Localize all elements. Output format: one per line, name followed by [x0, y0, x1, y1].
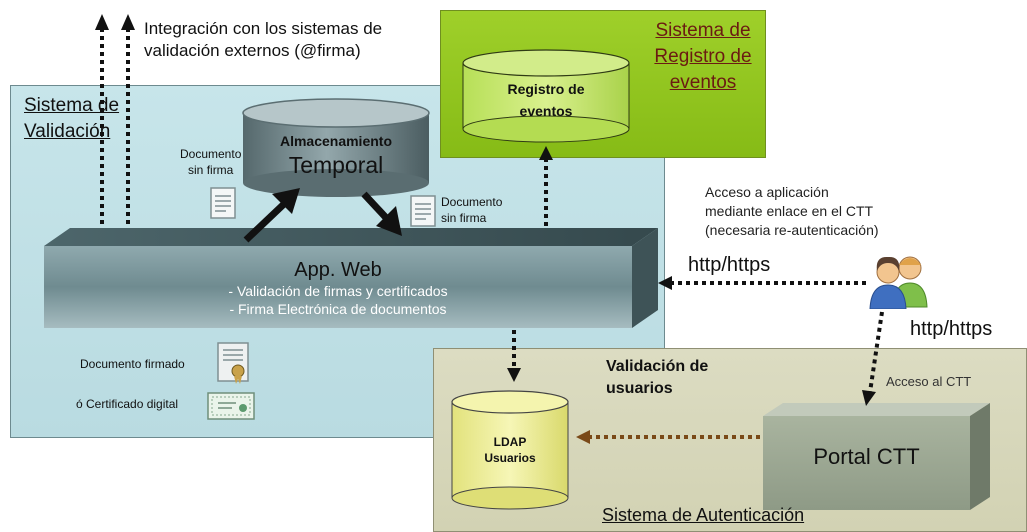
ldap-label-line2: Usuarios [484, 451, 536, 465]
event-system-title-line2: Registro de [654, 46, 752, 67]
storage-label-line1: Almacenamiento [279, 133, 393, 149]
protocol-label-app: http/https [688, 254, 771, 276]
event-system-title: Sistema de Registro de eventos [640, 18, 766, 96]
event-log-cylinder [462, 49, 630, 143]
access-note-line3: (necesaria re-autenticación) [705, 222, 879, 238]
unsigned-document-icon-right [410, 195, 436, 227]
access-note: Acceso a aplicación mediante enlace en e… [705, 183, 879, 240]
app-web-item2: - Firma Electrónica de documentos [229, 301, 447, 317]
temporal-storage-cylinder [242, 98, 430, 197]
signed-document-label: Documento firmado [80, 357, 185, 371]
user-validation-line1: Validación de [606, 358, 709, 375]
external-integration-line2: validación externos (@firma) [144, 41, 361, 60]
certificate-label: ó Certificado digital [76, 397, 179, 411]
arrow-to-event-log [539, 146, 553, 226]
unsigned-document-label-left: Documento sin firma [180, 146, 241, 178]
access-note-line2: mediante enlace en el CTT [705, 203, 874, 219]
event-system-title-line1: Sistema de [655, 20, 751, 41]
external-integration-arrows [95, 14, 135, 232]
portal-ctt-label: Portal CTT [813, 444, 920, 469]
digital-certificate-icon [207, 392, 255, 420]
ldap-label-line1: LDAP [493, 435, 527, 449]
validation-system-title-line2: Validación [24, 121, 111, 142]
portal-ctt-box [763, 403, 990, 510]
unsigned-document-icon-left [210, 187, 236, 219]
unsigned-document-label-right: Documento sin firma [441, 194, 502, 226]
arrow-users-to-portal [862, 311, 884, 406]
unsigned-document-left-line1: Documento [180, 147, 242, 161]
app-web-label: App. Web - Validación de firmas y certif… [44, 258, 632, 318]
validation-system-title-line1: Sistema de [24, 95, 120, 116]
app-web-box [44, 228, 658, 328]
external-integration-note: Integración con los sistemas de validaci… [144, 18, 382, 62]
arrow-users-to-app [658, 276, 866, 290]
users-icon [869, 256, 928, 309]
user-validation-line2: usuarios [606, 380, 673, 397]
validation-system-title: Sistema de Validación [24, 93, 119, 145]
event-log-label-line2: eventos [519, 103, 573, 119]
access-note-line1: Acceso a aplicación [705, 184, 829, 200]
storage-arrows [243, 188, 402, 243]
storage-label-line2: Temporal [288, 152, 384, 178]
ctt-access-label: Acceso al CTT [886, 374, 972, 389]
auth-system-title: Sistema de Autenticación [602, 505, 805, 525]
unsigned-document-right-line1: Documento [441, 195, 503, 209]
event-log-label-line1: Registro de [507, 81, 585, 97]
external-integration-line1: Integración con los sistemas de [144, 19, 383, 38]
user-validation-label: Validación de usuarios [606, 356, 708, 400]
unsigned-document-left-line2: sin firma [188, 163, 234, 177]
arrow-portal-to-ldap [576, 430, 760, 444]
storage-label: Almacenamiento Temporal [243, 132, 429, 180]
signed-document-icon [217, 342, 249, 384]
arrow-app-to-ldap [507, 330, 521, 382]
event-log-label: Registro de eventos [483, 78, 609, 122]
unsigned-document-right-line2: sin firma [441, 211, 487, 225]
event-system-title-line3: eventos [669, 72, 737, 93]
protocol-label-portal: http/https [910, 318, 993, 340]
app-web-item1: - Validación de firmas y certificados [228, 283, 448, 299]
app-web-title: App. Web [294, 259, 382, 281]
ldap-cylinder [451, 390, 569, 510]
ldap-label: LDAP Usuarios [452, 434, 568, 466]
